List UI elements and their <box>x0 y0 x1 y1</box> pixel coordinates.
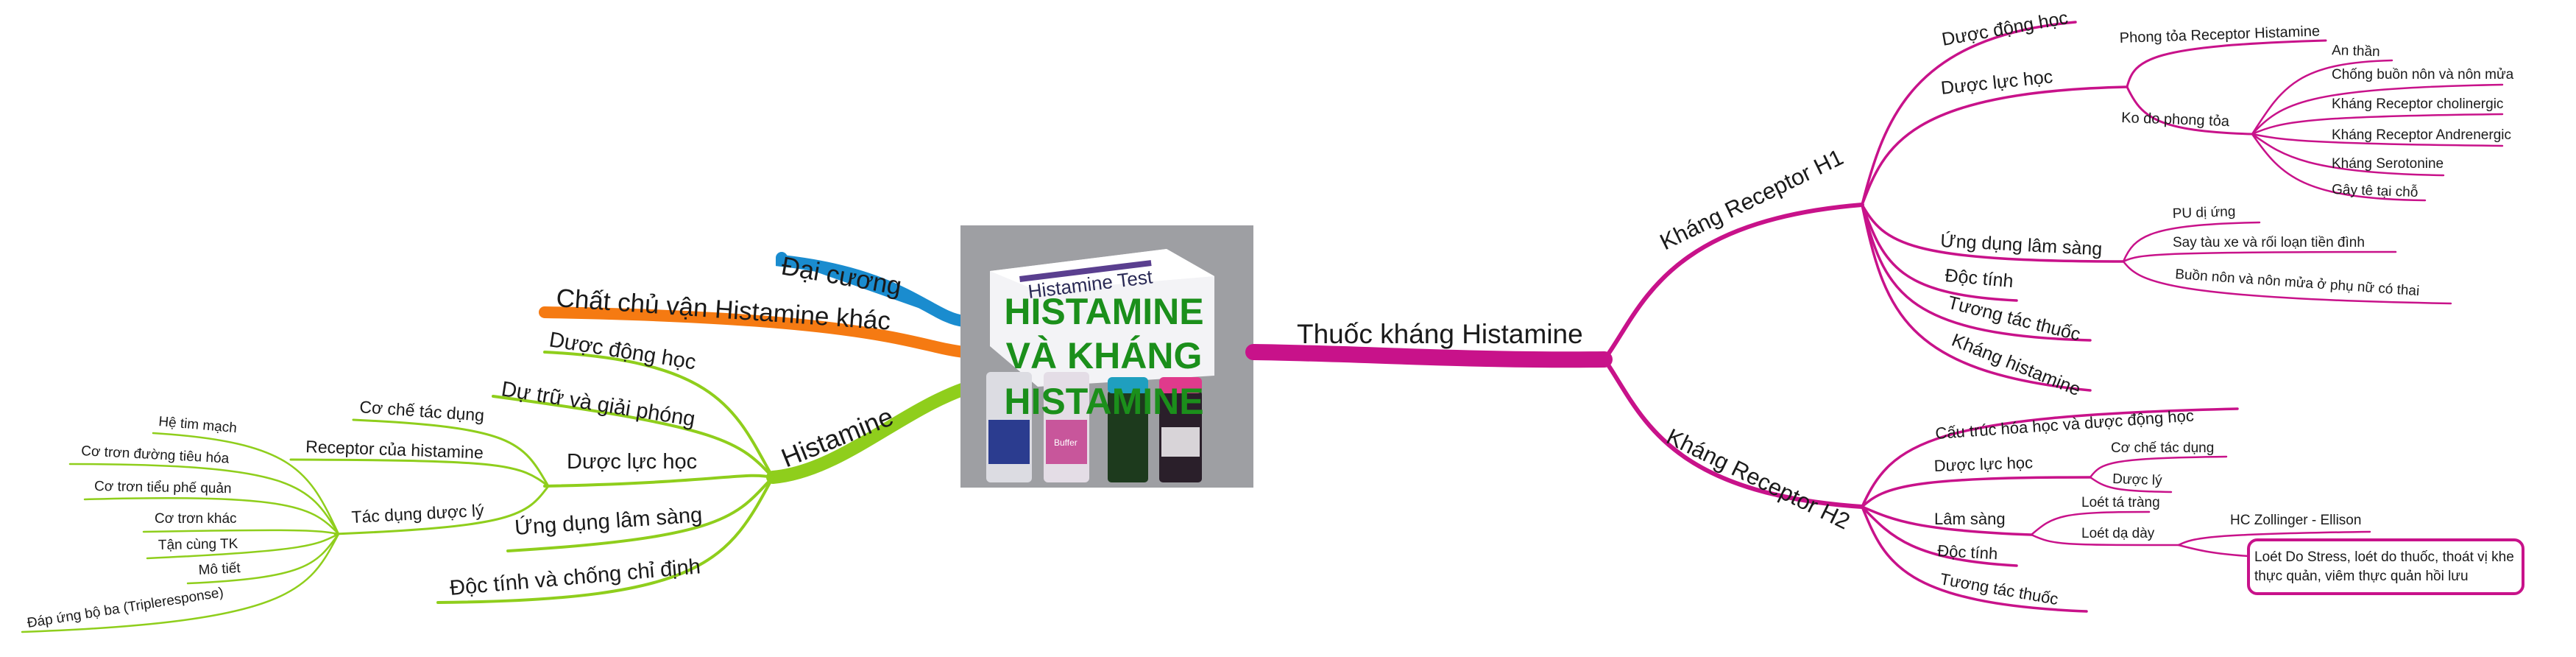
node-h1-doc-tinh[interactable]: Độc tính <box>1944 265 2014 292</box>
node-ko-do[interactable]: Ko do phong tỏa <box>2121 110 2230 130</box>
center-title-line-1: HISTAMINE <box>1004 291 1203 332</box>
node-duoc-dong-hoc-hist[interactable]: Dược động học <box>548 328 698 374</box>
center-title-line-3: HISTAMINE <box>1004 381 1203 422</box>
h1-subbranches <box>1861 21 2129 392</box>
node-h1[interactable]: Kháng Receptor H1 <box>1656 144 1847 255</box>
node-doc-tinh-hist[interactable]: Độc tính và chống chỉ định <box>449 555 701 600</box>
note-loet-da-day-text: Loét Do Stress, loét do thuốc, thoát vị … <box>2254 549 2514 584</box>
ko-do-leaves <box>2251 59 2504 202</box>
leaf-tac-dung-4[interactable]: Tận cùng TK <box>158 536 238 553</box>
leaf-h1-ud-0[interactable]: PU dị ứng <box>2172 204 2235 222</box>
center-title: HISTAMINE VÀ KHÁNG HISTAMINE <box>1004 291 1203 422</box>
leaf-tac-dung-0[interactable]: Hệ tim mạch <box>158 414 238 436</box>
leaf-h1-ud-2[interactable]: Buồn nôn và nôn mửa ở phụ nữ có thai <box>2175 267 2420 299</box>
leaf-tac-dung-3[interactable]: Cơ trơn khác <box>155 511 237 527</box>
leaf-h1-ud-1[interactable]: Say tàu xe và rối loạn tiền đình <box>2173 235 2365 250</box>
leaf-tac-dung-2[interactable]: Cơ trơn tiểu phế quản <box>94 479 232 496</box>
node-dai-cuong[interactable]: Đại cương <box>779 251 904 301</box>
node-h2-cau-truc[interactable]: Cấu trúc hóa học và dược động học <box>1935 406 2195 442</box>
node-chat-chu-van[interactable]: Chất chủ vận Histamine khác <box>555 284 891 336</box>
bottle-buffer-label: Buffer <box>1054 438 1078 448</box>
branch-chat-chu-van <box>539 306 970 358</box>
node-thuoc-khang[interactable]: Thuốc kháng Histamine <box>1297 319 1583 349</box>
leaf-h2-dlh-0[interactable]: Cơ chế tác dụng <box>2111 440 2214 456</box>
note-loet-da-day-box[interactable]: Loét Do Stress, loét do thuốc, thoát vị … <box>2247 538 2524 595</box>
leaf-ko-do-5[interactable]: Gây tê tại chỗ <box>2332 181 2418 200</box>
h2-lam-sang-leaves <box>2030 510 2371 558</box>
branch-histamine <box>766 382 971 484</box>
node-phong-toa[interactable]: Phong tỏa Receptor Histamine <box>2119 24 2320 46</box>
node-h2[interactable]: Kháng Receptor H2 <box>1663 424 1854 535</box>
leaf-ko-do-1[interactable]: Chống buồn nôn và nôn mửa <box>2332 67 2514 82</box>
leaf-tac-dung-5[interactable]: Mô tiết <box>198 561 241 578</box>
leaf-ko-do-3[interactable]: Kháng Receptor Andrenergic <box>2332 127 2511 143</box>
leaf-h2-dlh-1[interactable]: Dược lý <box>2112 471 2163 488</box>
center-title-line-2: VÀ KHÁNG <box>1006 335 1203 376</box>
node-receptor-hist[interactable]: Receptor của histamine <box>305 437 484 462</box>
node-h2-lam-sang[interactable]: Lâm sàng <box>1934 510 2006 528</box>
leaf-loet-da-day[interactable]: Loét dạ dày <box>2081 526 2155 541</box>
ung-dung-h1-leaves <box>2122 221 2452 305</box>
node-h2-doc-tinh[interactable]: Độc tính <box>1937 541 1998 563</box>
leaf-ko-do-0[interactable]: An thần <box>2332 43 2380 60</box>
tac-dung-leaves <box>21 432 340 633</box>
leaf-ko-do-4[interactable]: Kháng Serotonine <box>2332 156 2444 172</box>
h1-dlh-subbranches <box>2126 39 2327 136</box>
duoc-luc-hoc-subbranches <box>289 418 550 535</box>
node-h1-duoc-dong-hoc[interactable]: Dược động học <box>1940 7 2070 50</box>
leaf-hc-zollinger[interactable]: HC Zollinger - Ellison <box>2230 513 2361 528</box>
leaf-tac-dung-1[interactable]: Cơ trơn đường tiêu hóa <box>81 443 230 467</box>
leaf-tac-dung-6[interactable]: Đáp ứng bộ ba (Tripleresponse) <box>26 585 224 631</box>
node-du-tru[interactable]: Dự trữ và giải phóng <box>500 377 697 431</box>
leaf-loet-ta-trang[interactable]: Loét tá tràng <box>2081 495 2160 510</box>
center-photo: Histamine Test Buffer <box>960 225 1253 488</box>
node-tac-dung[interactable]: Tác dụng dược lý <box>351 501 485 527</box>
node-duoc-luc-hoc-hist[interactable]: Dược lực học <box>567 450 697 474</box>
branch-thuoc-khang <box>1245 344 1613 368</box>
histamine-subbranches <box>436 351 774 604</box>
leaf-ko-do-2[interactable]: Kháng Receptor cholinergic <box>2332 96 2503 112</box>
antihist-main-splits <box>1602 203 1864 509</box>
node-h2-duoc-luc-hoc[interactable]: Dược lực học <box>1933 453 2033 475</box>
h2-dlh-leaves <box>2089 455 2228 493</box>
h2-subbranches <box>1861 407 2239 613</box>
